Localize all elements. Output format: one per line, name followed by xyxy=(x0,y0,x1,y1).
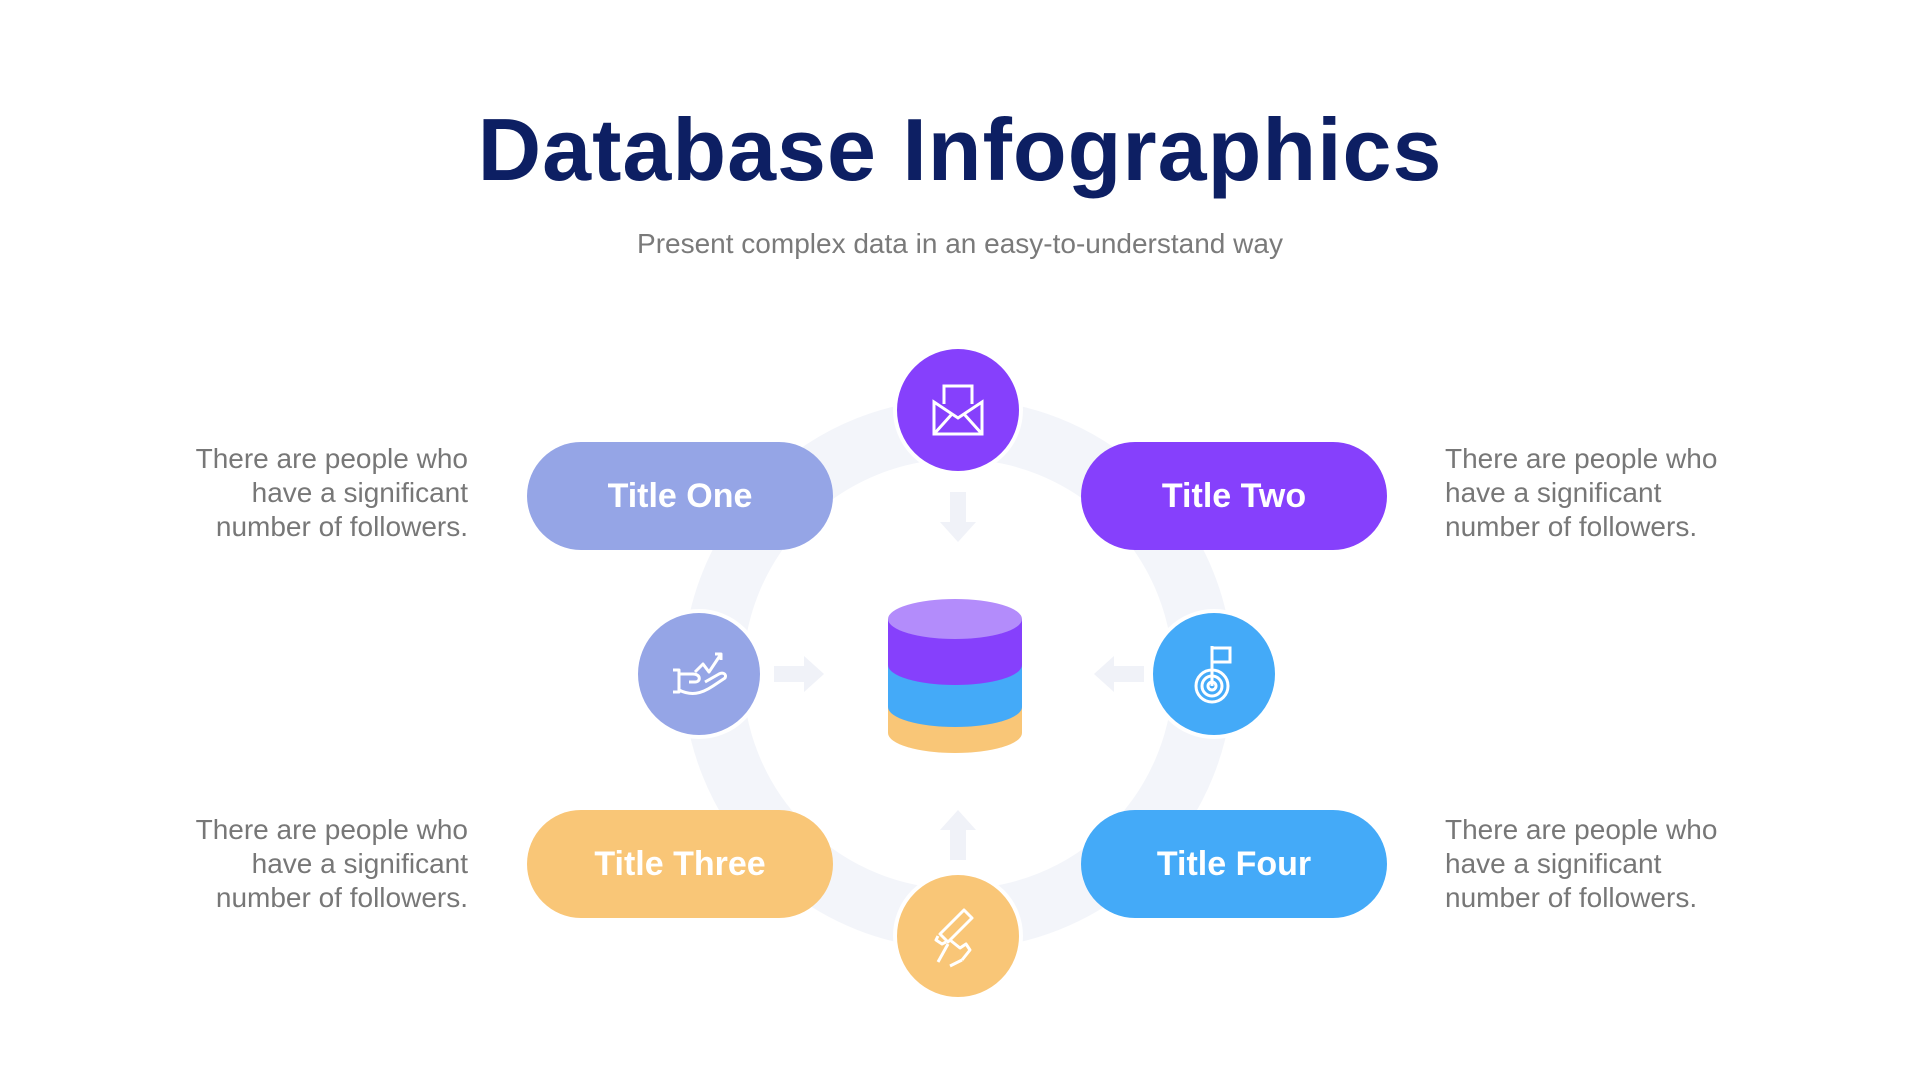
description-line: number of followers. xyxy=(215,882,468,913)
description-line: have a significant xyxy=(1445,848,1662,879)
arrow-left-icon xyxy=(1094,656,1144,692)
title-two-label: Title Two xyxy=(1161,476,1307,515)
arrow-right-icon xyxy=(774,656,824,692)
title-one-label: Title One xyxy=(607,476,753,515)
open-envelope-icon xyxy=(932,384,984,436)
description-line: There are people who xyxy=(1445,443,1718,474)
description-line: There are people who xyxy=(195,443,468,474)
arrow-up-icon xyxy=(940,810,976,860)
page-title: Database Infographics xyxy=(477,100,1443,199)
description-line: number of followers. xyxy=(215,511,468,542)
title-one-description: There are people who have a significant … xyxy=(148,442,468,544)
arrow-down-icon xyxy=(940,492,976,542)
page-subtitle: Present complex data in an easy-to-under… xyxy=(637,228,1283,259)
icon-circle-right xyxy=(1149,609,1279,739)
icon-circle-top xyxy=(893,345,1023,475)
database-cylinder-icon xyxy=(888,599,1022,753)
description-line: have a significant xyxy=(1445,477,1662,508)
icon-circle-bottom xyxy=(893,871,1023,1001)
title-two-pill: Title Two xyxy=(1081,442,1387,550)
title-three-description: There are people who have a significant … xyxy=(148,813,468,915)
megaphone-hand-icon xyxy=(934,908,974,968)
title-four-pill: Title Four xyxy=(1081,810,1387,918)
title-four-label: Title Four xyxy=(1156,844,1312,883)
title-four-description: There are people who have a significant … xyxy=(1445,813,1765,915)
title-one-pill: Title One xyxy=(527,442,833,550)
icon-circle-left xyxy=(634,609,764,739)
title-three-label: Title Three xyxy=(594,844,766,883)
description-line: have a significant xyxy=(251,477,468,508)
description-line: have a significant xyxy=(251,848,468,879)
target-flag-icon xyxy=(1194,646,1232,704)
title-three-pill: Title Three xyxy=(527,810,833,918)
hand-growth-chart-icon xyxy=(673,652,727,695)
description-line: There are people who xyxy=(1445,814,1718,845)
description-line: number of followers. xyxy=(1445,882,1698,913)
title-two-description: There are people who have a significant … xyxy=(1445,442,1765,544)
description-line: There are people who xyxy=(195,814,468,845)
description-line: number of followers. xyxy=(1445,511,1698,542)
